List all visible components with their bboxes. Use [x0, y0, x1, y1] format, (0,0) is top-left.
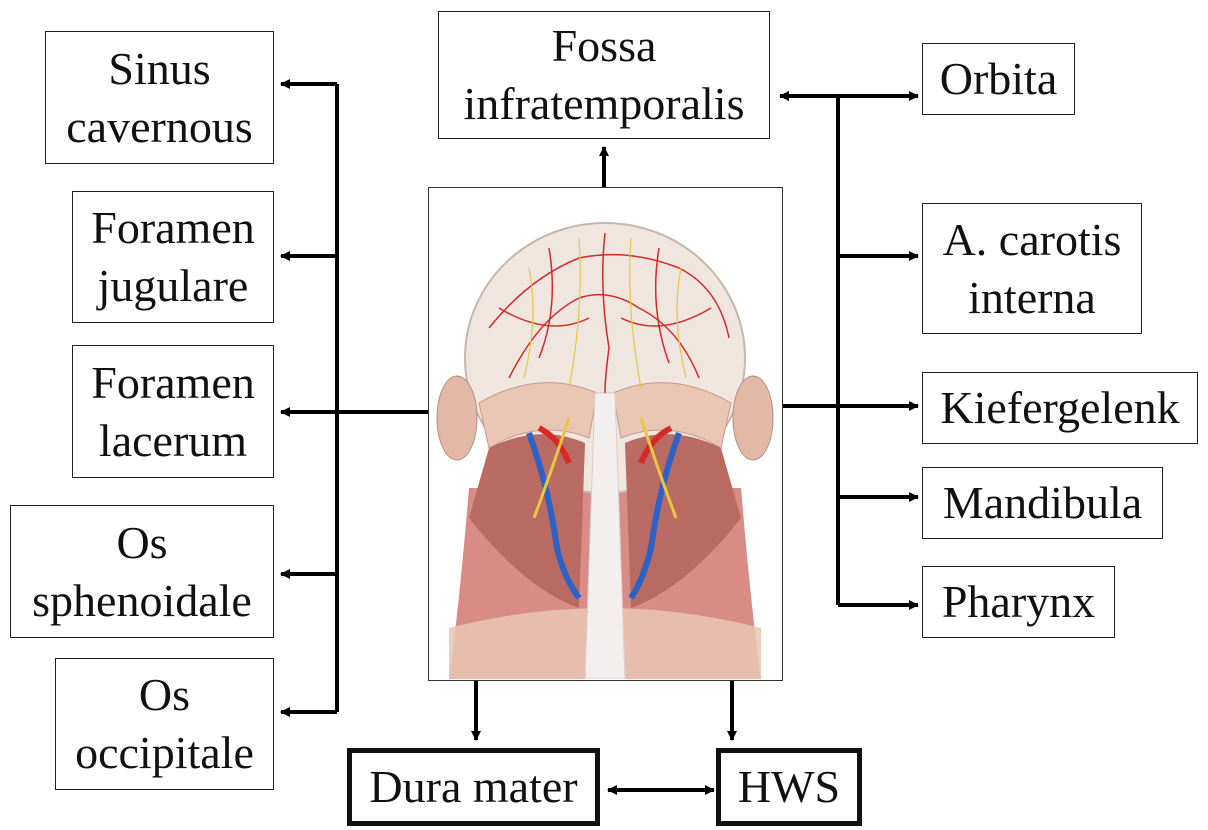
box-line1: Orbita: [940, 50, 1058, 108]
box-line1: Mandibula: [943, 474, 1142, 532]
fossa-infratemporalis-box: Fossa infratemporalis: [438, 11, 770, 139]
dura-mater-box: Dura mater: [347, 748, 600, 826]
a-carotis-interna-box: A. carotis interna: [922, 203, 1142, 334]
os-occipitale-box: Os occipitale: [55, 658, 274, 790]
box-line2: interna: [943, 269, 1122, 327]
box-line1: Kiefergelenk: [940, 379, 1179, 437]
fossa-line2: infratemporalis: [463, 75, 744, 133]
foramen-lacerum-box: Foramen lacerum: [72, 345, 274, 478]
fossa-line1: Fossa: [463, 17, 744, 75]
box-line1: HWS: [738, 758, 840, 816]
box-line1: Os: [32, 514, 252, 572]
kiefergelenk-box: Kiefergelenk: [922, 372, 1198, 444]
foramen-jugulare-box: Foramen jugulare: [72, 191, 274, 323]
os-sphenoidale-box: Os sphenoidale: [10, 505, 274, 638]
box-line1: Dura mater: [369, 758, 577, 816]
box-line2: cavernous: [66, 98, 252, 156]
box-line1: Os: [75, 666, 254, 724]
box-line2: sphenoidale: [32, 572, 252, 630]
box-line2: occipitale: [75, 724, 254, 782]
box-line2: lacerum: [91, 412, 255, 470]
hws-box: HWS: [716, 748, 862, 826]
box-line2: jugulare: [91, 257, 255, 315]
box-line1: Foramen: [91, 354, 255, 412]
box-line1: Sinus: [66, 40, 252, 98]
head-anatomy-illustration: [429, 188, 781, 679]
box-line1: Pharynx: [942, 573, 1095, 631]
orbita-box: Orbita: [922, 43, 1075, 115]
sinus-cavernous-box: Sinus cavernous: [45, 31, 274, 164]
left-ear-shape: [437, 376, 477, 460]
box-line1: A. carotis: [943, 211, 1122, 269]
mandibula-box: Mandibula: [922, 467, 1163, 539]
right-ear-shape: [733, 376, 773, 460]
head-anatomy-figure: [428, 187, 783, 681]
pharynx-box: Pharynx: [922, 566, 1115, 638]
box-line1: Foramen: [91, 199, 255, 257]
